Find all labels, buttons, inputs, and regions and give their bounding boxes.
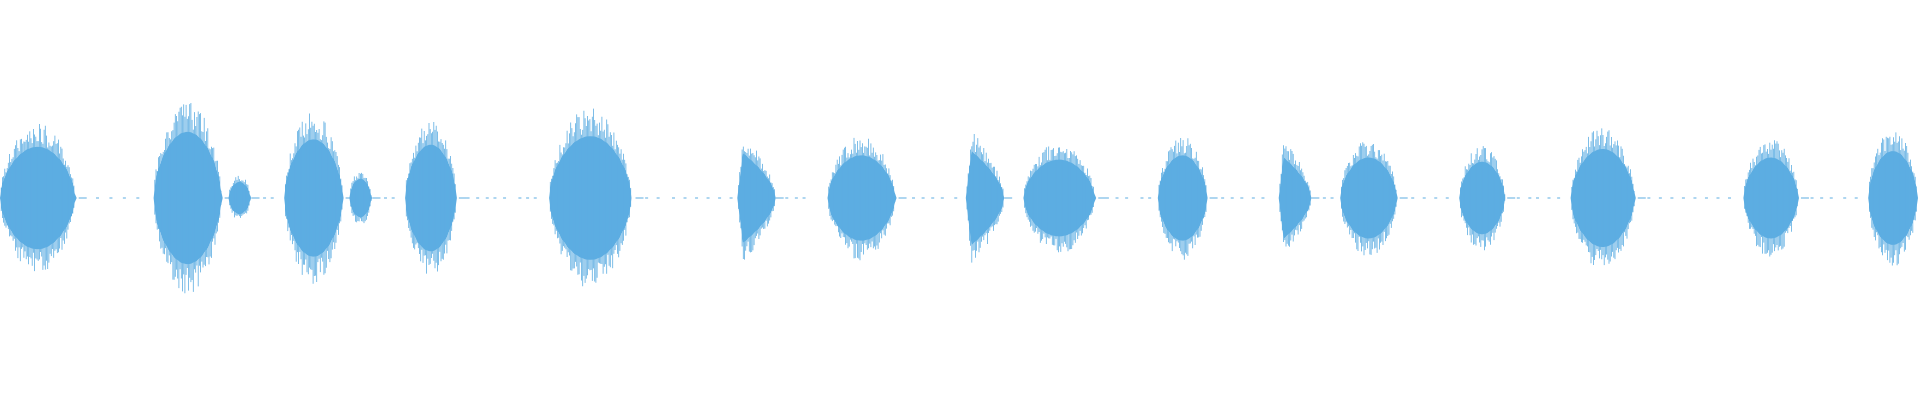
waveform-burst — [284, 113, 354, 284]
waveform-burst — [737, 146, 784, 260]
burst-envelope — [1868, 151, 1920, 245]
waveform-burst — [827, 137, 907, 261]
waveform-burst — [153, 103, 233, 294]
waveform-burst — [1743, 140, 1809, 257]
waveform-burst — [549, 108, 644, 287]
waveform-burst — [1868, 132, 1920, 266]
waveform-burst — [1023, 146, 1107, 253]
waveform-burst — [1570, 128, 1646, 266]
waveform-burst — [965, 134, 1013, 263]
waveform-burst — [1459, 146, 1516, 251]
waveform-burst — [1340, 142, 1408, 256]
waveform-burst — [228, 175, 260, 218]
burst-envelope — [1157, 155, 1210, 241]
burst-layer — [0, 103, 1920, 294]
waveform-burst — [0, 124, 87, 272]
waveform-burst — [1157, 138, 1218, 260]
waveform-burst — [349, 172, 381, 224]
waveform-burst — [405, 122, 467, 274]
waveform-burst — [1278, 145, 1320, 247]
